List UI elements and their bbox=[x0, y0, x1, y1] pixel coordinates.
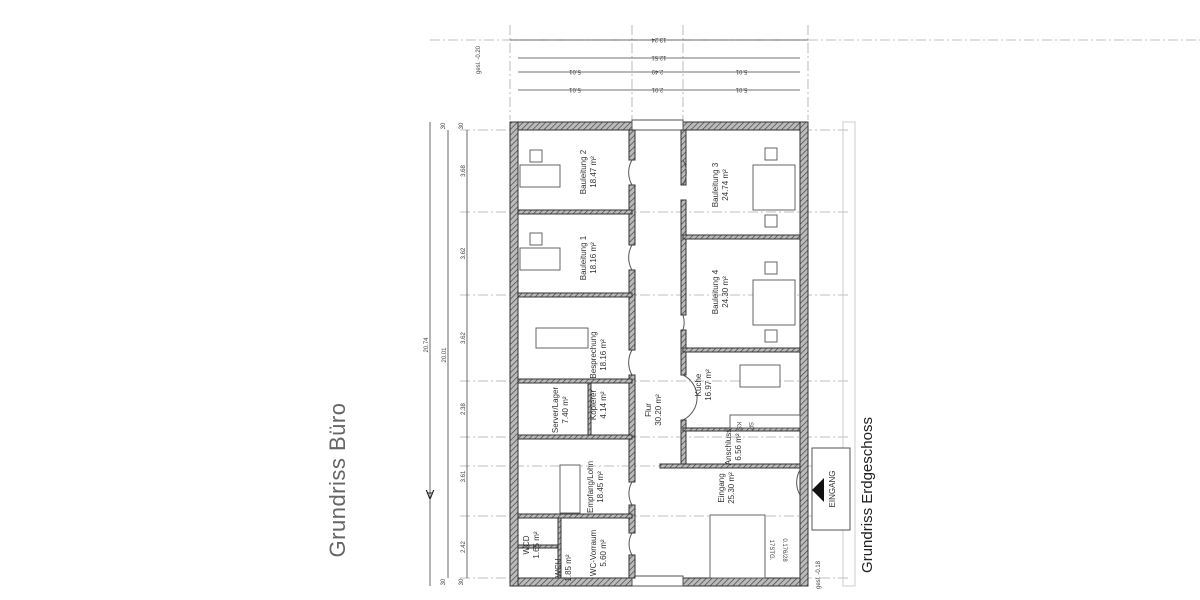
dimension-value: 20.74 bbox=[424, 337, 430, 353]
dimension-value: 2.38 bbox=[461, 403, 467, 415]
room-name: Flur bbox=[644, 403, 653, 417]
room-area: 5.60 m² bbox=[599, 539, 608, 566]
room-name: Bauleitung 3 bbox=[711, 162, 720, 207]
dimension-value: 2.42 bbox=[461, 541, 467, 553]
dimension-value: 3.62 bbox=[461, 332, 467, 344]
dimension-value: 5.01 bbox=[735, 68, 747, 74]
plan-title: Grundriss Büro bbox=[325, 403, 350, 558]
kitchen-mark-sp: SP bbox=[747, 422, 753, 430]
plan-subtitle: Grundriss Erdgeschoss bbox=[859, 417, 876, 573]
dimension-value: 3.62 bbox=[461, 247, 467, 259]
dimension-value: 5.01 bbox=[735, 86, 747, 92]
entrance-arrow-icon bbox=[812, 478, 824, 502]
dimension-lines: 13.24 12.51 5.01 2.49 5.01 5.01 2.01 5.01 20.74 2… bbox=[424, 36, 808, 586]
room-area: 24.74 m² bbox=[721, 169, 730, 201]
room-name: Küche bbox=[694, 373, 703, 396]
room-area: 30.20 m² bbox=[654, 394, 663, 426]
dimension-value: 12.51 bbox=[651, 54, 667, 60]
room-area: 6.56 m² bbox=[734, 433, 743, 460]
room-name: Bauleitung 2 bbox=[579, 149, 588, 194]
level-mark-top: gesl. -0.20 bbox=[476, 45, 482, 74]
room-area: 24.30 m² bbox=[721, 276, 730, 308]
level-mark-bottom: gesl. -0.18 bbox=[816, 560, 822, 589]
room-name: WCH bbox=[554, 558, 563, 577]
walls bbox=[509, 119, 809, 587]
entrance-label: EINGANG bbox=[828, 471, 837, 508]
dimension-value: 30 bbox=[459, 122, 465, 129]
dimension-value: 5.01 bbox=[569, 68, 581, 74]
room-name: Server/Lager bbox=[551, 387, 560, 434]
room-area: 18.45 m² bbox=[596, 471, 605, 503]
room-name: WC-Vorraum bbox=[589, 530, 598, 577]
room-name: Kopierer bbox=[589, 390, 598, 421]
dimension-value: 2.01 bbox=[651, 86, 663, 92]
room-area: 25.30 m² bbox=[727, 472, 736, 504]
room-name: Besprechung bbox=[589, 331, 598, 378]
room-name: Bauleitung 1 bbox=[579, 235, 588, 280]
room-name: Empfang/Lohn bbox=[586, 461, 595, 513]
room-area: 18.16 m² bbox=[589, 242, 598, 274]
dimension-value: 3.61 bbox=[461, 470, 467, 482]
dimension-value: 2.49 bbox=[651, 68, 663, 74]
door-swings bbox=[628, 159, 801, 556]
room-name: WCD bbox=[522, 535, 531, 554]
dimension-value: 20.01 bbox=[442, 347, 448, 363]
room-area: 16.97 m² bbox=[704, 369, 713, 401]
room-area: 18.47 m² bbox=[589, 156, 598, 188]
stair-label: 17STG. bbox=[768, 540, 774, 561]
section-marker: A bbox=[425, 487, 434, 502]
dimension-value: 30 bbox=[441, 122, 447, 129]
dimension-value: 13.24 bbox=[651, 36, 667, 42]
room-area: 1.85 m² bbox=[564, 554, 573, 581]
room-area: 1.65 m² bbox=[532, 531, 541, 558]
room-area: 7.40 m² bbox=[561, 396, 570, 423]
furniture bbox=[519, 121, 856, 587]
dimension-value: 30 bbox=[459, 578, 465, 585]
room-area: 4.14 m² bbox=[599, 391, 608, 418]
room-name: Eingang bbox=[717, 473, 726, 502]
room-name: Anschluss bbox=[724, 429, 733, 465]
room-area: 18.16 m² bbox=[599, 339, 608, 371]
kitchen-mark-ks: KS bbox=[735, 422, 741, 430]
room-name: Bauleitung 4 bbox=[711, 269, 720, 314]
stair-ratio: 0.176/28 bbox=[781, 538, 787, 562]
dimension-value: 5.01 bbox=[569, 86, 581, 92]
dimension-value: 30 bbox=[441, 578, 447, 585]
dimension-value: 3.68 bbox=[461, 165, 467, 177]
